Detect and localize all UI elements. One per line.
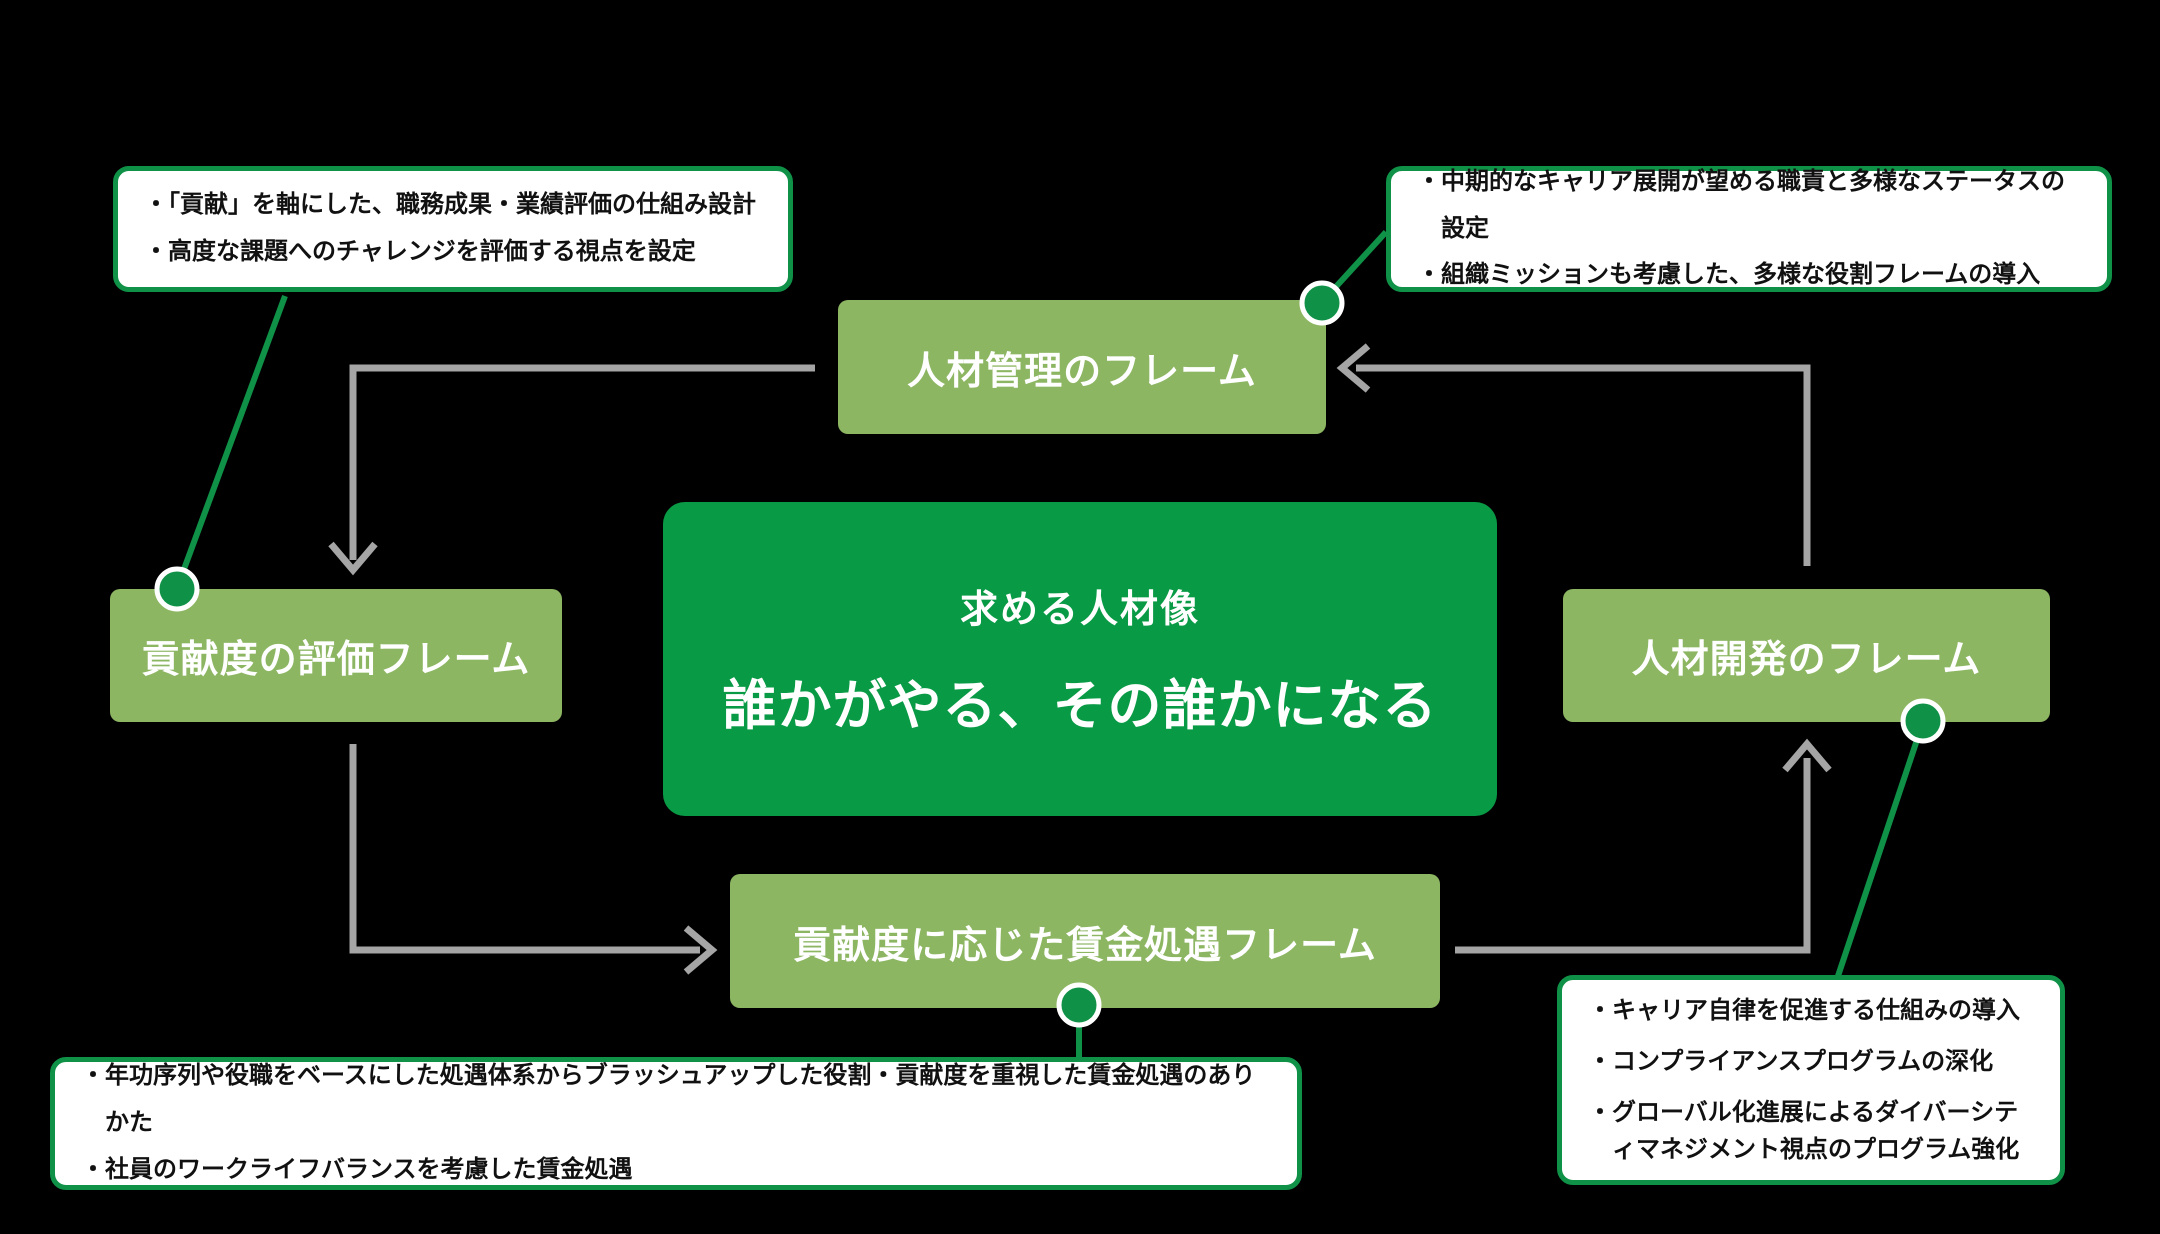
callout-management-bullet-2: ・組織ミッションも考慮した、多様な役割フレームの導入 bbox=[1417, 261, 2041, 289]
connector-callout-management bbox=[1319, 229, 1389, 305]
frame-box-management: 人材管理のフレーム bbox=[838, 300, 1326, 434]
arrow-evaluation-to-wage bbox=[349, 744, 700, 954]
connector-callout-development bbox=[1835, 721, 1926, 977]
frame-label-evaluation: 貢献度の評価フレーム bbox=[141, 639, 531, 681]
callout-development-bullet-3: ・グローバル化進展によるダイバーシティマネジメント視点のプログラム強化 bbox=[1588, 1099, 2020, 1164]
center-title: 誰かがやる、その誰かになる bbox=[722, 676, 1438, 736]
callout-wage: ・年功序列や役職をベースにした処遇体系からブラッシュアップした役割・貢献度を重視… bbox=[50, 1057, 1302, 1190]
callout-evaluation-bullet-2: ・高度な課題へのチャレンジを評価する視点を設定 bbox=[144, 238, 696, 265]
callout-wage-bullet-2: ・社員のワークライフバランスを考慮した賃金処遇 bbox=[81, 1155, 633, 1183]
callout-development-bullet-1: ・キャリア自律を促進する仕組みの導入 bbox=[1588, 996, 2020, 1024]
frame-box-evaluation: 貢献度の評価フレーム bbox=[110, 589, 562, 722]
callout-evaluation-bullet-1: ・「貢献」を軸にした、職務成果・業績評価の仕組み設計 bbox=[144, 191, 756, 219]
frame-label-management: 人材管理のフレーム bbox=[907, 350, 1257, 393]
callout-evaluation: ・「貢献」を軸にした、職務成果・業績評価の仕組み設計 ・高度な課題へのチャレンジ… bbox=[113, 166, 793, 292]
arrow-up-head-icon bbox=[1782, 738, 1832, 773]
frame-label-wage: 貢献度に応じた賃金処遇フレーム bbox=[793, 924, 1377, 967]
callout-development-bullet-2: ・コンプライアンスプログラムの深化 bbox=[1588, 1047, 1994, 1075]
arrow-right-head-icon bbox=[683, 925, 718, 975]
callout-development: ・キャリア自律を促進する仕組みの導入 ・コンプライアンスプログラムの深化 ・グロ… bbox=[1557, 975, 2065, 1185]
callout-wage-bullet-1: ・年功序列や役職をベースにした処遇体系からブラッシュアップした役割・貢献度を重視… bbox=[81, 1062, 1256, 1137]
frame-box-wage: 貢献度に応じた賃金処遇フレーム bbox=[730, 874, 1440, 1008]
connector-callout-evaluation bbox=[174, 294, 288, 590]
arrow-wage-to-development bbox=[1455, 758, 1811, 954]
frame-box-development: 人材開発のフレーム bbox=[1563, 589, 2050, 722]
callout-management-bullet-1: ・中期的なキャリア展開が望める職責と多様なステータスの設定 bbox=[1417, 167, 2065, 242]
center-subtitle: 求める人材像 bbox=[959, 589, 1200, 631]
arrow-down-head-icon bbox=[328, 541, 378, 576]
center-message-box: 求める人材像 誰かがやる、その誰かになる bbox=[663, 502, 1497, 816]
arrow-left-head-icon bbox=[1336, 343, 1371, 393]
callout-management: ・中期的なキャリア展開が望める職責と多様なステータスの設定 ・組織ミッションも考… bbox=[1386, 166, 2112, 292]
frame-label-development: 人材開発のフレーム bbox=[1631, 639, 1982, 681]
